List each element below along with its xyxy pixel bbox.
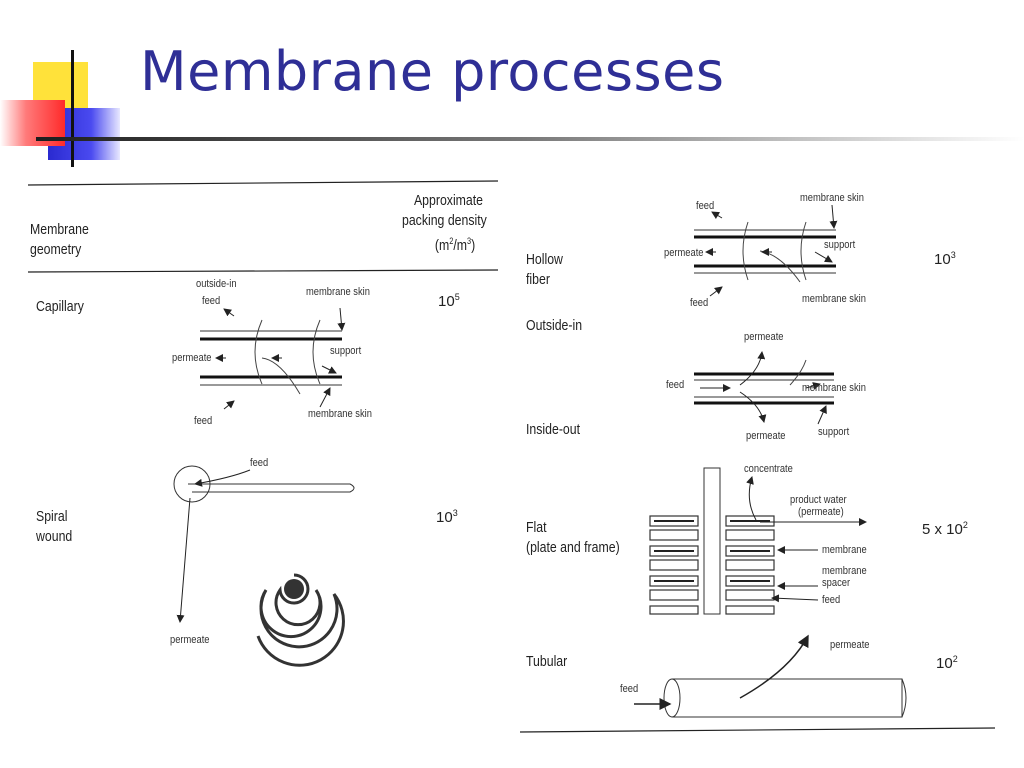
- insideout-label-feed: feed: [666, 379, 685, 391]
- spiral-label-permeate: permeate: [170, 634, 210, 646]
- insideout-label-permeate-top: permeate: [744, 331, 784, 343]
- row-label-spiral-wound: Spiral wound: [36, 508, 73, 545]
- density-flat: 5 x 102: [922, 520, 968, 538]
- slide-logo: [0, 50, 140, 170]
- row-label-outside-in: Outside-in: [526, 317, 583, 334]
- tubular-diagram: [634, 634, 907, 718]
- insideout-label-membrane-skin: membrane skin: [802, 382, 866, 394]
- slide-title: Membrane processes: [140, 40, 725, 103]
- row-label-inside-out: Inside-out: [526, 421, 581, 438]
- inside-out-diagram: [694, 351, 834, 425]
- density-spiral-wound: 103: [436, 508, 458, 526]
- capillary-label-feed-top: feed: [202, 295, 221, 307]
- spiral-wound-diagram: [173, 465, 355, 667]
- flat-label-feed: feed: [822, 594, 841, 606]
- capillary-label-membrane-skin-bottom: membrane skin: [308, 408, 372, 420]
- density-hollow-fiber: 103: [934, 250, 956, 268]
- capillary-label-support: support: [330, 345, 362, 357]
- flat-label-membrane-spacer: membrane spacer: [822, 565, 867, 589]
- tubular-label-permeate: permeate: [830, 639, 870, 651]
- density-tubular: 102: [936, 654, 958, 672]
- hollow-fiber-diagram: [694, 204, 838, 297]
- hollow-label-feed-top: feed: [696, 200, 715, 212]
- flat-label-product-water: product water (permeate): [790, 494, 847, 518]
- capillary-label-membrane-skin-top: membrane skin: [306, 286, 370, 298]
- hollow-label-support: support: [824, 239, 856, 251]
- row-label-capillary: Capillary: [36, 298, 84, 315]
- row-label-tubular: Tubular: [526, 653, 568, 670]
- flat-label-membrane: membrane: [822, 544, 867, 556]
- hollow-label-feed-bottom: feed: [690, 297, 709, 309]
- title-underline: [36, 137, 1024, 141]
- tubular-label-feed: feed: [620, 683, 639, 695]
- logo-vertical-line: [71, 50, 74, 167]
- insideout-label-support: support: [818, 426, 850, 438]
- hollow-label-membrane-skin-top: membrane skin: [800, 192, 864, 204]
- capillary-diagram: [200, 307, 346, 410]
- hollow-label-permeate: permeate: [664, 247, 704, 259]
- hollow-label-membrane-skin-bottom: membrane skin: [802, 293, 866, 305]
- capillary-label-outside-in: outside-in: [196, 278, 237, 290]
- row-label-hollow-fiber: Hollow fiber: [526, 251, 563, 288]
- density-unit: (m2/m3): [434, 236, 476, 254]
- plate-and-frame-diagram: [649, 467, 867, 615]
- header-geometry: Membrane geometry: [30, 221, 89, 258]
- density-capillary: 105: [438, 292, 460, 310]
- row-label-flat: Flat (plate and frame): [526, 519, 620, 556]
- spiral-label-feed: feed: [250, 457, 269, 469]
- capillary-label-feed-bottom: feed: [194, 415, 213, 427]
- flat-label-concentrate: concentrate: [744, 463, 793, 475]
- capillary-label-permeate: permeate: [172, 352, 212, 364]
- insideout-label-permeate-bottom: permeate: [746, 430, 786, 442]
- header-density: Approximate packing density (m2/m3): [402, 192, 487, 254]
